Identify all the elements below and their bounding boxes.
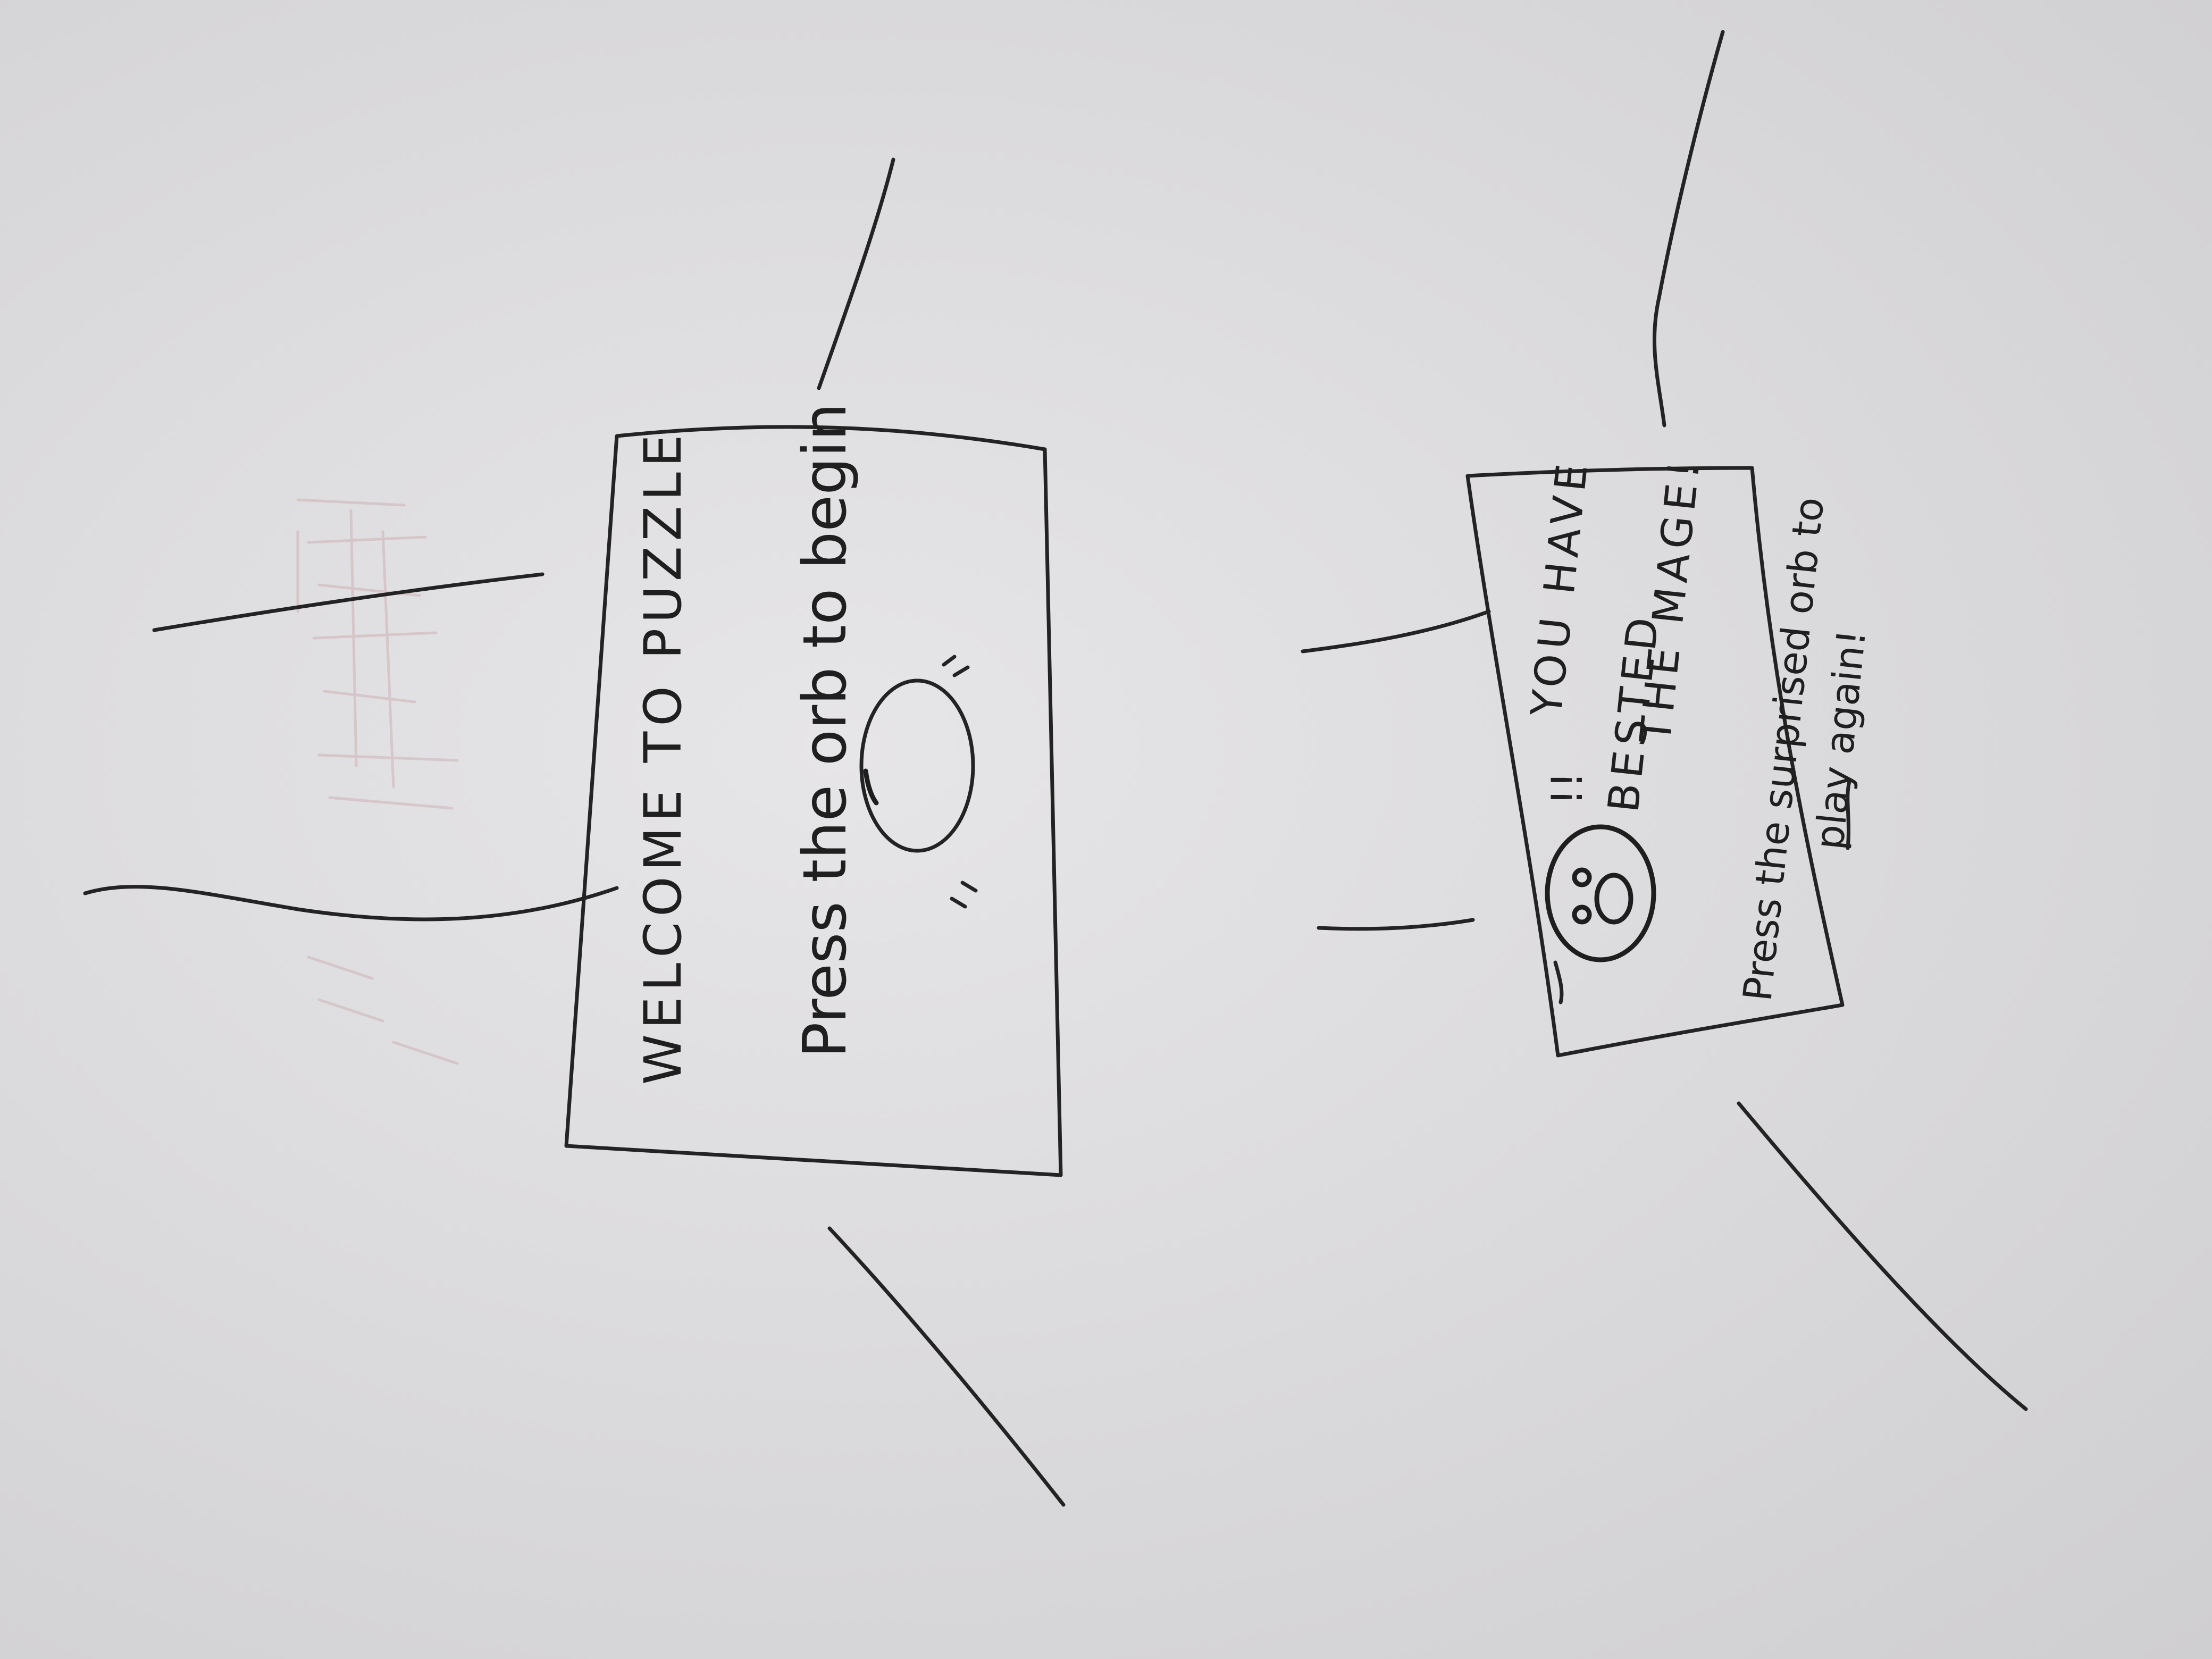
orb-sparkle-icon [950, 881, 978, 909]
perspective-line [1737, 1101, 2028, 1411]
start-instruction: Press the orb to begin [791, 403, 860, 1058]
surprised-face-icon [1545, 824, 1656, 962]
perspective-line [827, 1226, 1066, 1507]
end-screen-frame [1465, 466, 1845, 1058]
end-screen-sketch: !! YOU HAVE BESTED THE MAGE! Press the s… [1301, 30, 2028, 1411]
orb-icon [859, 678, 975, 853]
perspective-line [817, 157, 895, 390]
start-title: WELCOME TO PUZZLE [633, 429, 693, 1085]
orb-icon [863, 768, 879, 806]
scribble-mark [1846, 780, 1851, 850]
motion-mark [1553, 960, 1564, 1004]
start-screen-sketch: WELCOME TO PUZZLE Press the orb to begin [83, 157, 1066, 1507]
orb-sparkle-icon [942, 655, 970, 677]
perspective-line [1301, 609, 1491, 653]
perspective-line [152, 572, 544, 632]
start-screen-frame [564, 425, 1063, 1177]
exclaim-text: !! [1543, 772, 1592, 806]
perspective-line [1317, 918, 1475, 931]
perspective-line [1652, 30, 1725, 428]
end-line-3: THE MAGE! [1630, 454, 1710, 746]
perspective-line [83, 885, 619, 921]
end-line-5: play again! [1806, 627, 1875, 852]
end-line-1: YOU HAVE [1521, 456, 1597, 719]
eraser-smudges [296, 498, 459, 1065]
